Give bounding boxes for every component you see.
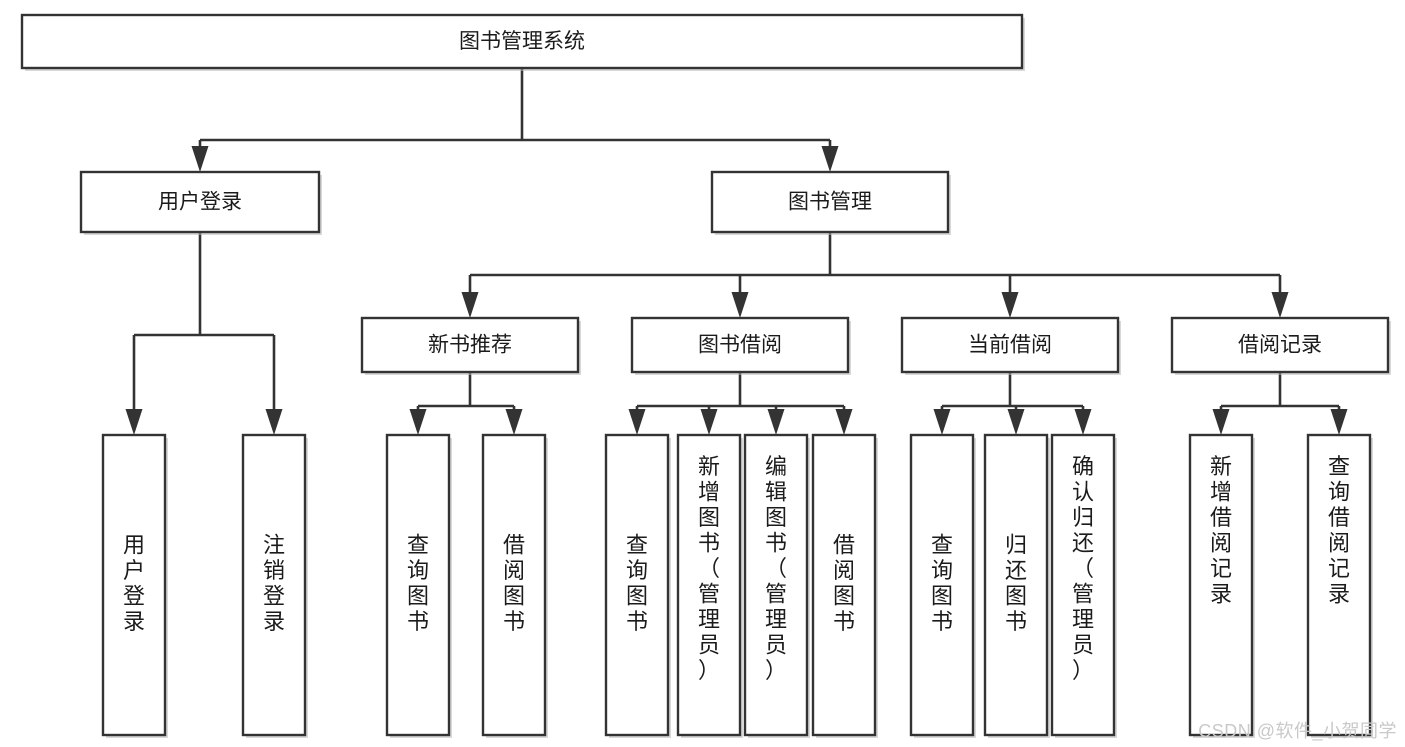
arrow-head-icon [191,146,209,172]
node-label: 图书管理 [788,191,872,214]
node-border [983,433,1049,737]
node-label: 归还图书 [1005,533,1027,635]
connector-layer [125,68,1348,435]
node-border [101,433,167,737]
node-book-manage[interactable]: 图书管理 [710,170,951,235]
node-leaf-edit-book[interactable]: 编辑图书（管理员） [743,433,810,738]
node-leaf-query-book-1[interactable]: 查询图书 [385,433,452,738]
node-border [20,13,1024,70]
node-leaf-query-record[interactable]: 查询借阅记录 [1306,433,1373,738]
arrow-head-icon [1001,292,1019,318]
node-label: 查询图书 [407,533,429,635]
connector-group [409,372,523,435]
node-border [743,433,809,737]
node-border [630,316,850,374]
node-label: 新增借阅记录 [1210,454,1232,607]
node-book-borrow[interactable]: 图书借阅 [630,316,851,375]
node-label: 查询图书 [626,533,648,635]
node-border [1050,433,1116,737]
arrow-head-icon [731,292,749,318]
arrow-head-icon [767,409,785,435]
node-border [909,433,975,737]
connector-group [125,232,283,435]
node-leaf-user-login[interactable]: 用户登录 [101,433,168,738]
node-leaf-return-book[interactable]: 归还图书 [983,433,1050,738]
node-leaf-borrow-book-1[interactable]: 借阅图书 [481,433,548,738]
node-label: 图书管理系统 [459,30,585,53]
arrow-head-icon [505,409,523,435]
node-label: 用户登录 [158,191,242,214]
node-label: 确认归还（管理员） [1072,454,1094,683]
node-layer: 图书管理系统用户登录图书管理新书推荐图书借阅当前借阅借阅记录用户登录注销登录查询… [20,13,1391,738]
arrow-head-icon [933,409,951,435]
node-label: 借阅记录 [1238,334,1322,357]
arrow-head-icon [700,409,718,435]
node-new-book-recommend[interactable]: 新书推荐 [360,316,581,375]
node-border [676,433,742,737]
node-leaf-borrow-book-2[interactable]: 借阅图书 [811,433,878,738]
node-border [241,433,307,737]
connector-group [1212,372,1348,435]
node-border [79,170,321,234]
arrow-head-icon [461,292,479,318]
node-border [604,433,670,737]
arrow-head-icon [1007,409,1025,435]
node-label: 查询借阅记录 [1328,454,1350,607]
arrow-head-icon [1074,409,1092,435]
node-border [710,170,950,234]
node-user-login[interactable]: 用户登录 [79,170,322,235]
node-border [811,433,877,737]
arrow-head-icon [265,409,283,435]
node-borrow-record[interactable]: 借阅记录 [1170,316,1391,375]
node-label: 当前借阅 [968,334,1052,357]
node-current-borrow[interactable]: 当前借阅 [900,316,1121,375]
node-label: 借阅图书 [503,533,525,635]
node-leaf-add-book[interactable]: 新增图书（管理员） [676,433,743,738]
arrow-head-icon [125,409,143,435]
arrow-head-icon [1271,292,1289,318]
node-border [1188,433,1254,737]
node-border [481,433,547,737]
node-label: 新增图书（管理员） [698,454,720,683]
connector-group [461,232,1289,318]
node-border [900,316,1120,374]
node-label: 借阅图书 [833,533,855,635]
arrow-head-icon [1330,409,1348,435]
node-border [385,433,451,737]
node-leaf-user-logout[interactable]: 注销登录 [241,433,308,738]
arrow-head-icon [835,409,853,435]
arrow-head-icon [821,146,839,172]
node-label: 用户登录 [123,533,145,635]
node-label: 编辑图书（管理员） [765,454,787,683]
watermark-label: CSDN @软件_小贺同学 [1198,721,1397,741]
arrow-head-icon [628,409,646,435]
connector-group [933,372,1092,435]
connector-group [628,372,853,435]
connector-group [191,68,839,172]
node-border [1306,433,1372,737]
node-border [1170,316,1390,374]
node-border [360,316,580,374]
arrow-head-icon [1212,409,1230,435]
node-leaf-confirm-return[interactable]: 确认归还（管理员） [1050,433,1117,738]
node-leaf-add-record[interactable]: 新增借阅记录 [1188,433,1255,738]
node-leaf-query-book-2[interactable]: 查询图书 [604,433,671,738]
node-leaf-query-book-3[interactable]: 查询图书 [909,433,976,738]
node-label: 查询图书 [931,533,953,635]
node-label: 注销登录 [263,533,285,635]
node-root[interactable]: 图书管理系统 [20,13,1025,71]
node-label: 图书借阅 [698,334,782,357]
arrow-head-icon [409,409,427,435]
node-label: 新书推荐 [428,334,512,357]
